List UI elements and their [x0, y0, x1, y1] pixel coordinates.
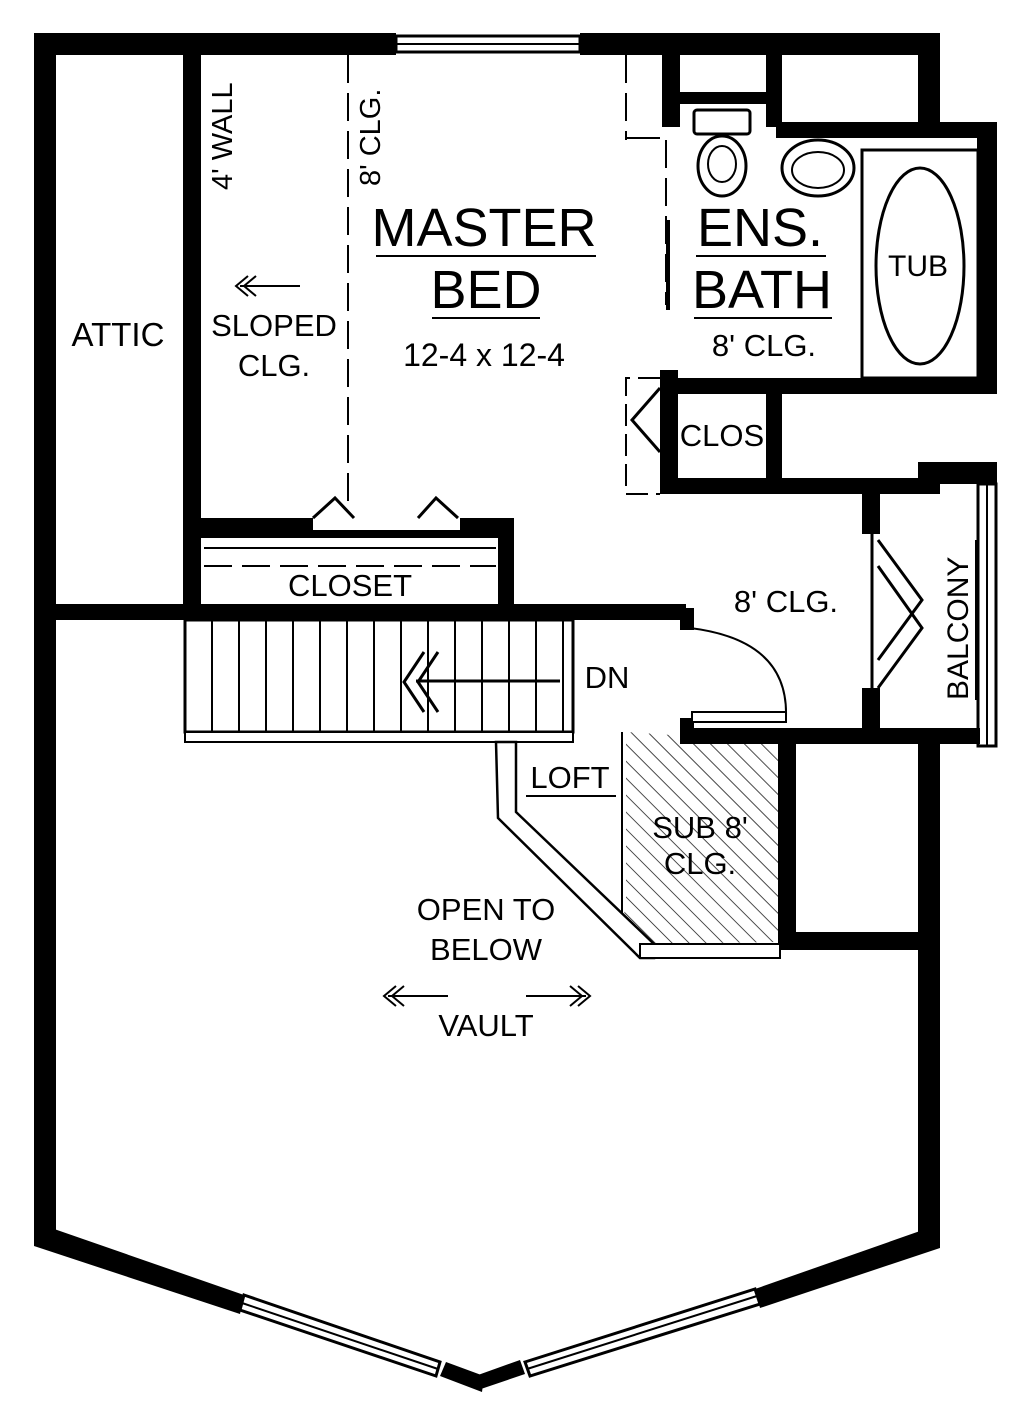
eight-clg-vertical-label: 8' CLG.: [355, 89, 387, 186]
loft-label: LOFT: [530, 760, 609, 795]
balcony-label: BALCONY: [942, 557, 975, 700]
room-labels: ATTIC 4' WALL 8' CLG. MASTER BED 12-4 x …: [72, 82, 977, 1043]
four-wall-label: 4' WALL: [207, 82, 239, 190]
windows: [238, 34, 998, 1378]
vault-label: VAULT: [438, 1008, 533, 1043]
hall-ceiling-label: 8' CLG.: [734, 584, 838, 619]
ensuite-ceiling: 8' CLG.: [712, 328, 816, 363]
open-to-below-line1: OPEN TO: [417, 892, 555, 927]
toilet-bowl-icon: [696, 134, 748, 198]
ceiling-break-lines: [204, 55, 670, 567]
bathroom-fixtures: [692, 108, 980, 380]
master-title-line2: BED: [430, 260, 541, 320]
stair: [183, 618, 575, 743]
tub-icon: [874, 166, 966, 366]
attic-label: ATTIC: [72, 316, 165, 353]
sub-ceiling-line2: CLG.: [664, 846, 736, 881]
open-to-below-line2: BELOW: [430, 932, 543, 967]
master-size: 12-4 x 12-4: [403, 337, 565, 373]
sloped-label-line1: SLOPED: [211, 308, 337, 343]
tub-label: TUB: [888, 250, 948, 283]
sub-ceiling-line1: SUB 8': [652, 810, 748, 845]
ensuite-title-line2: BATH: [692, 260, 832, 320]
master-title-line1: MASTER: [371, 198, 596, 258]
closet-doors: [311, 387, 662, 520]
balcony-doors: [870, 534, 924, 689]
clos-label: CLOS: [680, 418, 764, 453]
ensuite-title-line1: ENS.: [697, 198, 823, 258]
loft-railing: [494, 732, 781, 960]
vault-arrows-icon: [382, 985, 592, 1007]
toilet-tank-icon: [692, 108, 752, 136]
hall-door: [689, 627, 788, 723]
stair-dn-label: DN: [585, 660, 630, 695]
interior-walls: [56, 55, 980, 950]
closet-label: CLOSET: [288, 568, 412, 603]
slope-arrow-icon: [234, 275, 300, 297]
sloped-label-line2: CLG.: [238, 348, 310, 383]
